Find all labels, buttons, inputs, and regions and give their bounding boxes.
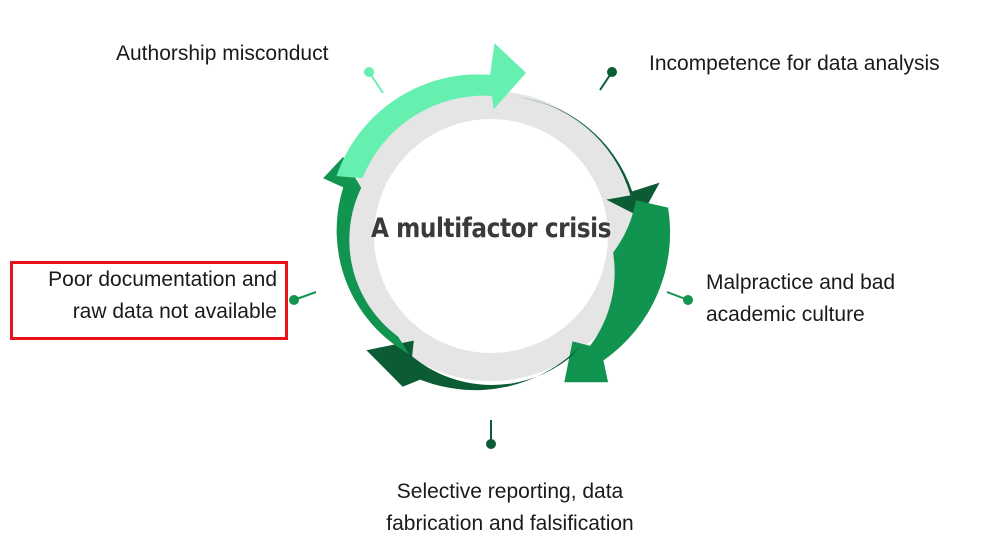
highlight-box: [10, 261, 288, 340]
label-poor-documentation: Poor documentation and raw data not avai…: [48, 268, 277, 323]
arrow-ring: [323, 43, 671, 391]
arrow-authorship: [336, 43, 527, 179]
arrow-selective: [366, 340, 582, 391]
connector-dot-malpractice: [683, 295, 693, 305]
connector-dot-poor: [289, 295, 299, 305]
connector-dot-selective: [486, 439, 496, 449]
label-incompetence-data-analysis: Incompetence for data analysis: [649, 52, 940, 75]
label-authorship-misconduct: Authorship misconduct: [116, 42, 329, 65]
connector-dot-authorship: [364, 67, 374, 77]
label-malpractice-academic-culture: Malpractice and bad academic culture: [706, 271, 896, 326]
connectors: [289, 67, 693, 449]
label-selective-reporting: Selective reporting, data fabrication an…: [386, 480, 634, 535]
inner-ring: [346, 91, 636, 381]
center-title: A multifactor crisis: [370, 213, 612, 244]
connector-dot-incompetence: [607, 67, 617, 77]
arrow-poor: [323, 156, 410, 355]
arrow-malpractice: [564, 200, 671, 383]
